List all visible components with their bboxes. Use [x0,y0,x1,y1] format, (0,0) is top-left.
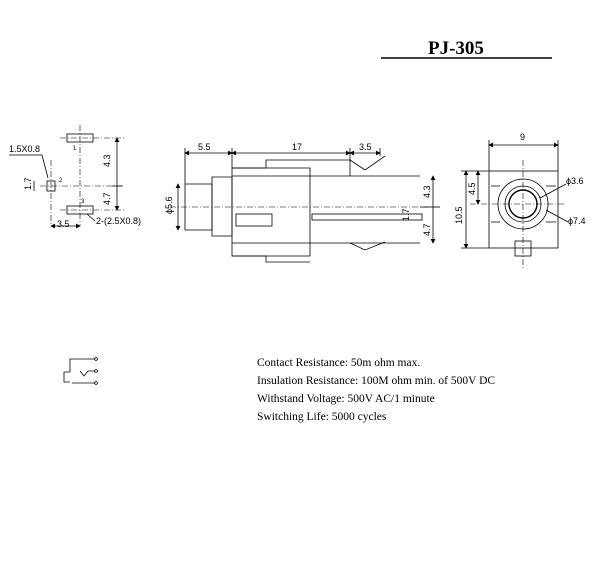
spec-contact-resistance: Contact Resistance: 50m ohm max. [257,357,421,369]
lower-height-dim: 4.7 [422,223,432,236]
hole-callout: 2-(2.5X0.8) [96,216,141,226]
upper-height-dim: 4.3 [422,185,432,198]
side-view: 5.5 17 3.5 ϕ5.6 4.3 4.7 1.7 [164,142,440,263]
pin-1-label: 1 [73,146,77,152]
width-dim: 9 [520,132,525,142]
pad-horizontal-offset: 3.5 [57,219,70,229]
front-view: 9 4.5 10.5 ϕ3.6 ϕ7.4 [454,132,586,270]
front-length-dim: 5.5 [198,142,211,152]
outer-diameter-dim: ϕ7.4 [568,216,586,226]
pin-2-label: 2 [59,178,63,184]
specifications: Contact Resistance: 50m ohm max. Insulat… [257,354,495,426]
spec-switching-life: Switching Life: 5000 cycles [257,411,387,423]
pad-view: 1 2 3 4.3 4.7 1.7 1.5X0.8 3.5 2-(2.5X0.8… [9,125,141,229]
center-height-dim: 4.5 [467,182,477,195]
rear-length-dim: 3.5 [359,142,372,152]
nose-diameter-dim: ϕ5.6 [164,196,174,214]
pin-3-label: 3 [81,199,85,205]
spec-insulation-resistance: Insulation Resistance: 100M ohm min. of … [257,375,496,387]
body-length-dim: 17 [292,142,302,152]
pin-height-dim: 1.7 [401,208,411,221]
pad-pin-pitch: 1.7 [23,177,33,190]
pad-bottom-spacing: 4.7 [102,192,112,205]
jack-schematic [63,357,98,385]
pad-size-callout: 1.5X0.8 [9,144,40,154]
pad-top-spacing: 4.3 [102,154,112,167]
total-height-dim: 10.5 [454,206,464,224]
spec-withstand-voltage: Withstand Voltage: 500V AC/1 minute [257,393,435,405]
part-title: PJ-305 [428,38,484,59]
inner-diameter-dim: ϕ3.6 [566,176,584,186]
